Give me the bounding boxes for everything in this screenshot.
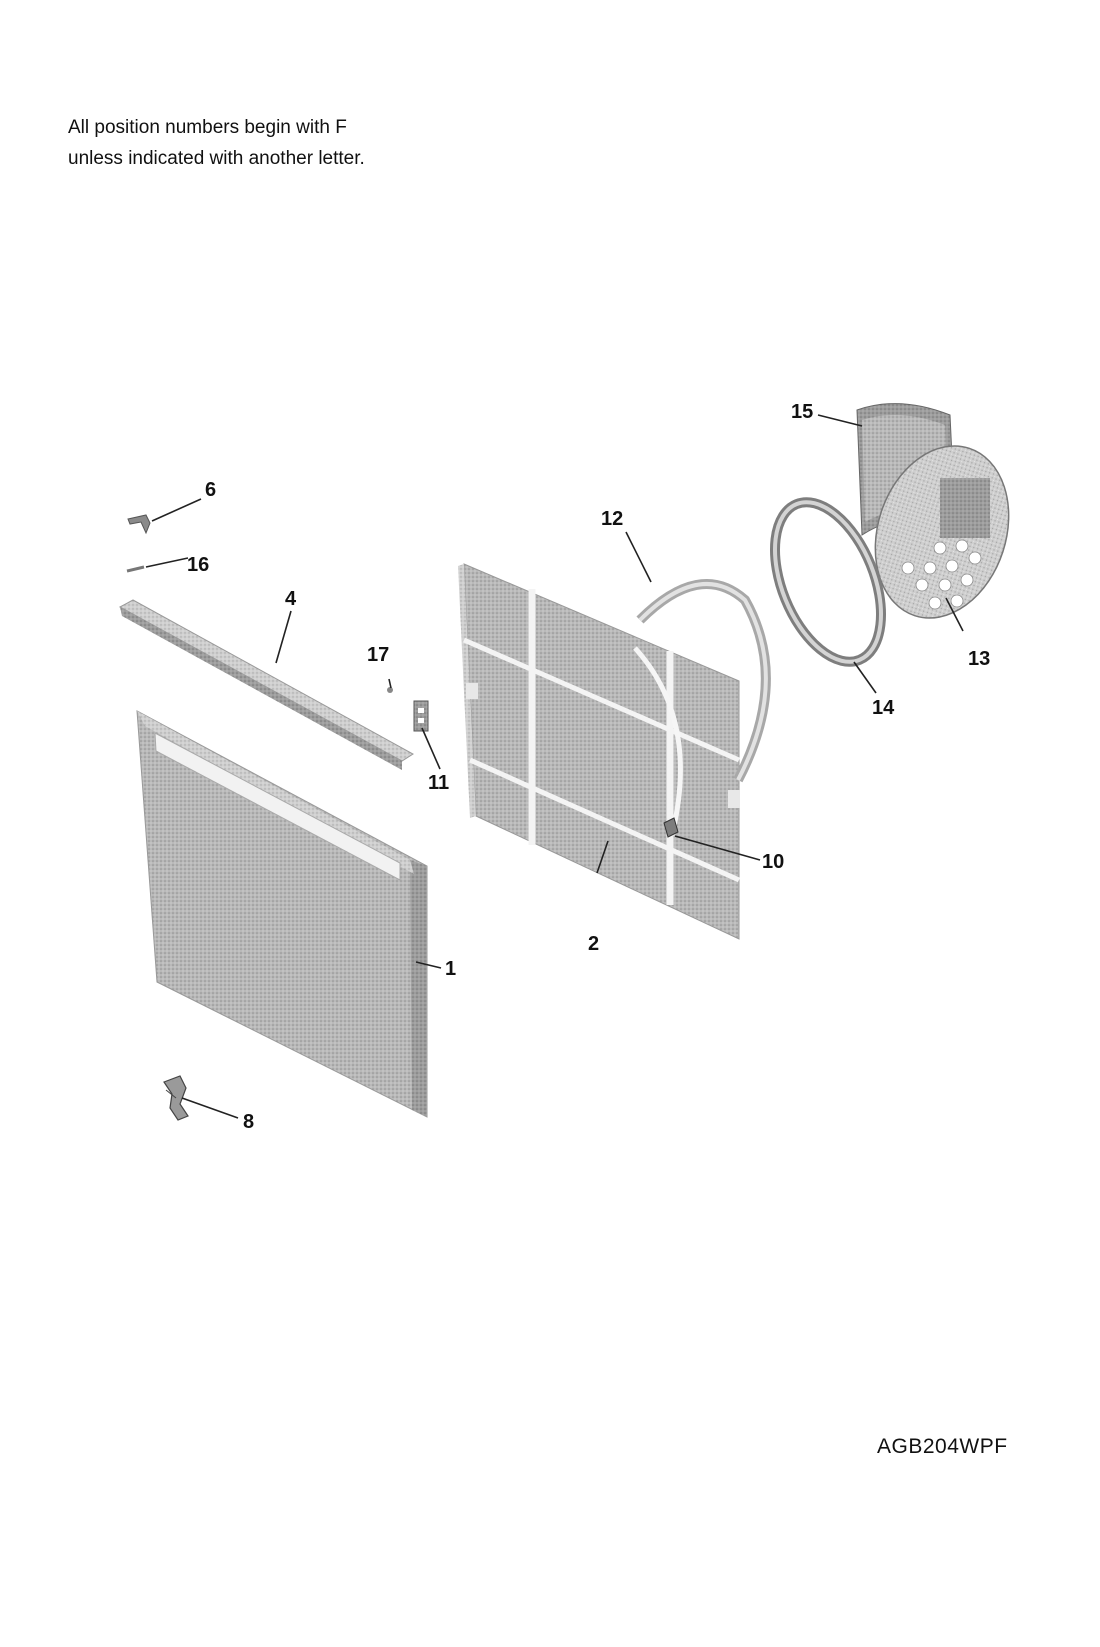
callout-2: 2 <box>588 933 599 955</box>
clip-part-10 <box>663 817 679 838</box>
callout-4: 4 <box>285 588 297 610</box>
ring-seal-part-14 <box>769 497 887 667</box>
leader-line-10 <box>674 835 761 861</box>
hinge-part-8 <box>163 1075 189 1121</box>
leader-line-8 <box>181 1097 239 1119</box>
leader-line-2 <box>596 840 609 874</box>
filter-dish-part-13 <box>874 445 1010 619</box>
callout-12: 12 <box>601 508 623 530</box>
leader-line-1 <box>415 961 442 969</box>
callout-16: 16 <box>187 554 209 576</box>
leader-line-6 <box>151 498 202 522</box>
model-number: AGB204WPF <box>877 1435 1008 1458</box>
callout-8: 8 <box>243 1111 254 1133</box>
leader-line-11 <box>421 727 441 770</box>
note-line-2: unless indicated with another letter. <box>68 148 365 169</box>
screw-part-16 <box>126 565 145 573</box>
leader-line-4 <box>275 610 292 664</box>
callout-11: 11 <box>428 772 449 794</box>
inner-door-liner <box>458 563 741 940</box>
note-line-1: All position numbers begin with F <box>68 117 347 138</box>
leader-line-14 <box>853 661 877 694</box>
bracket-part-6 <box>127 514 151 535</box>
callout-14: 14 <box>872 697 895 719</box>
door-gasket-ring <box>636 579 771 783</box>
latch-clip-part-11 <box>413 700 429 732</box>
callout-10: 10 <box>762 851 784 873</box>
leader-line-16 <box>145 557 189 568</box>
callout-17: 17 <box>367 644 389 666</box>
leader-line-15 <box>817 414 863 427</box>
callout-1: 1 <box>445 958 456 980</box>
leader-line-13 <box>945 597 964 632</box>
door-top-trim <box>118 599 414 770</box>
callout-6: 6 <box>205 479 216 501</box>
leader-line-17 <box>388 678 392 689</box>
callout-15: 15 <box>791 401 813 423</box>
callout-13: 13 <box>968 648 990 670</box>
screw-part-17 <box>387 687 393 693</box>
leader-line-12 <box>625 531 652 583</box>
outer-door-panel <box>136 710 428 1118</box>
header-note: All position numbers begin with F unless… <box>68 112 365 174</box>
